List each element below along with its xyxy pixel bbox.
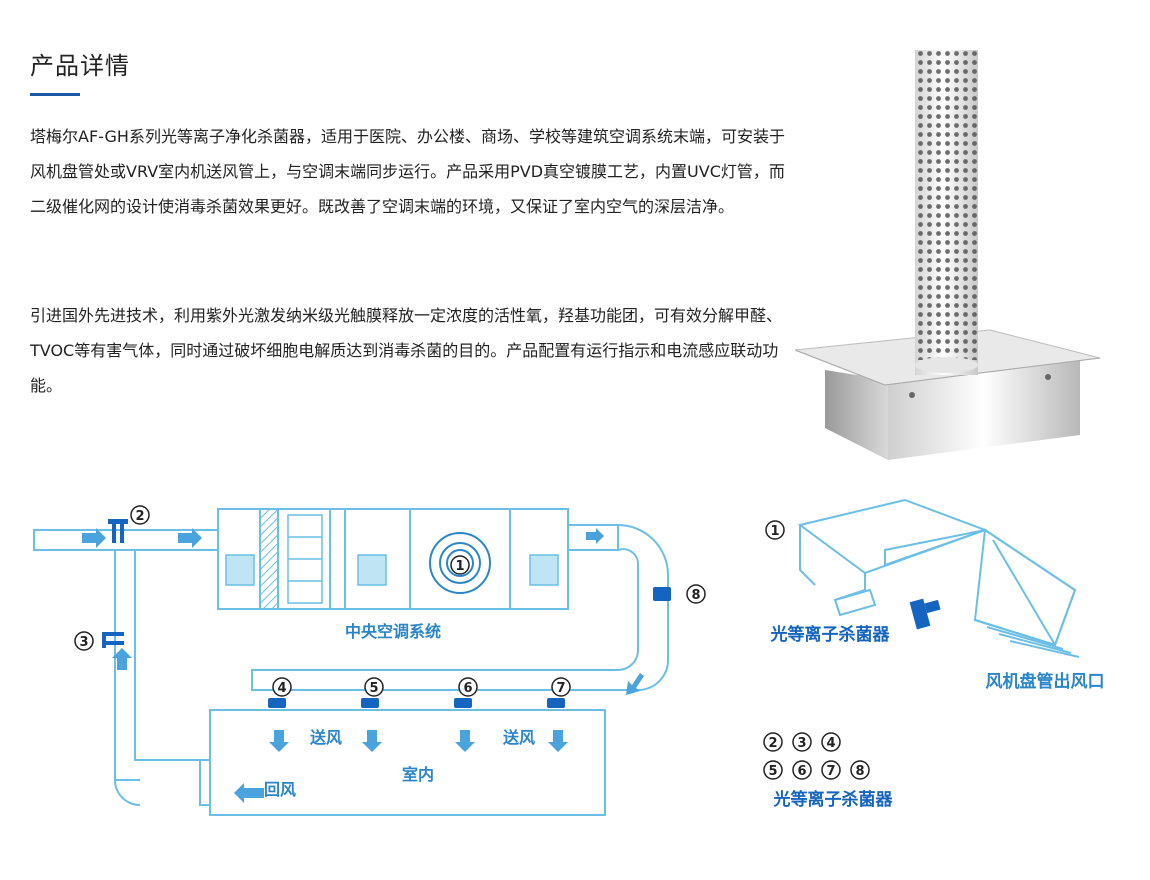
- legend-num-2: 2: [768, 736, 777, 751]
- legend-num-4: 4: [826, 736, 835, 751]
- legend-num-5: 5: [768, 764, 777, 779]
- legend-num-7: 7: [826, 764, 835, 779]
- num-3-label: 3: [79, 635, 88, 650]
- num-7-label: 7: [556, 681, 565, 696]
- num-6-label: 6: [463, 681, 472, 696]
- num-5-label: 5: [369, 681, 378, 696]
- device-label: 光等离子杀菌器: [770, 624, 891, 645]
- legend-num-6: 6: [797, 764, 806, 779]
- legend-device-label: 光等离子杀菌器: [773, 789, 894, 810]
- fan-coil-outlet-diagram: 1 光等离子杀菌器 风机盘管出风口 2 3 4 5 6 7 8 光等离子杀菌器: [763, 498, 1105, 810]
- description-paragraph-2: 引进国外先进技术，利用紫外光激发纳米级光触膜释放一定浓度的活性氧，羟基功能团，可…: [30, 306, 783, 395]
- indoor-label: 室内: [402, 765, 434, 784]
- num-8-label: 8: [691, 588, 700, 603]
- title-underline: [30, 93, 80, 96]
- supply-air-label-2: 送风: [502, 728, 535, 747]
- num-1-label: 1: [455, 559, 464, 574]
- legend-num-3: 3: [797, 736, 806, 751]
- supply-air-label-1: 送风: [309, 728, 342, 747]
- num-4-label: 4: [277, 681, 286, 696]
- return-air-label: 回风: [264, 780, 296, 799]
- outlet-label: 风机盘管出风口: [986, 671, 1105, 692]
- section-title: 产品详情: [30, 52, 130, 80]
- num-2-label: 2: [135, 509, 144, 524]
- product-image: [794, 50, 1101, 460]
- description-paragraph-1: 塔梅尔AF-GH系列光等离子净化杀菌器，适用于医院、办公楼、商场、学校等建筑空调…: [30, 127, 785, 216]
- system-label: 中央空调系统: [345, 622, 441, 641]
- legend-num-8: 8: [855, 764, 864, 779]
- hvac-system-diagram: 2 3 1 8 4 5 6 7 中央空调系统 送风 送风 室内 回风: [33, 505, 706, 816]
- detail-num-1-label: 1: [770, 524, 779, 539]
